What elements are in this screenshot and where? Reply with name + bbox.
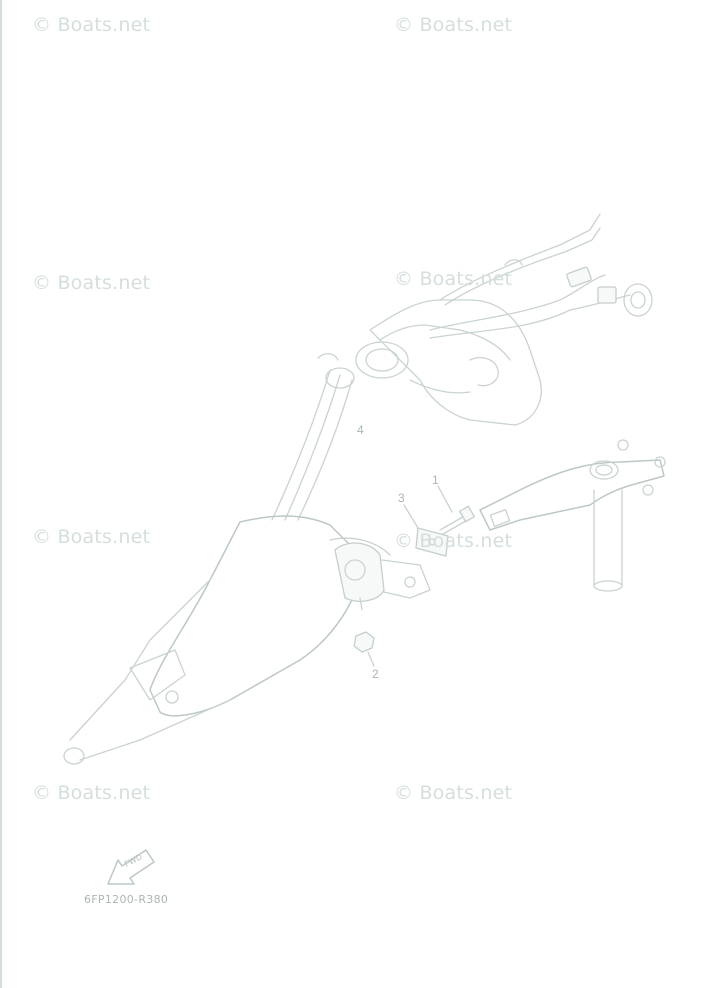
watermark: © Boats.net [32,14,151,36]
watermark: © Boats.net [32,272,151,294]
watermark: © Boats.net [394,268,513,290]
tiller-handle [63,515,391,765]
part-3-plate [403,504,449,557]
figure-code: 6FP1200-R380 [84,893,169,906]
upper-bracket-assembly [355,299,542,426]
part-2-nut [353,631,375,667]
callout-3: 3 [398,491,405,505]
watermark: © Boats.net [32,526,151,548]
part-1-bolt [437,485,476,535]
lower-bracket [479,439,666,592]
tiller-cable-bundle [271,353,355,521]
callout-2: 2 [372,667,379,681]
fwd-arrow-icon [107,849,155,885]
callout-1: 1 [432,473,439,487]
watermark: © Boats.net [394,530,513,552]
watermark: © Boats.net [394,782,513,804]
watermark: © Boats.net [32,782,151,804]
control-cables [429,213,653,339]
watermark: © Boats.net [394,14,513,36]
callout-4: 4 [357,423,364,437]
pivot-bracket [334,542,431,611]
